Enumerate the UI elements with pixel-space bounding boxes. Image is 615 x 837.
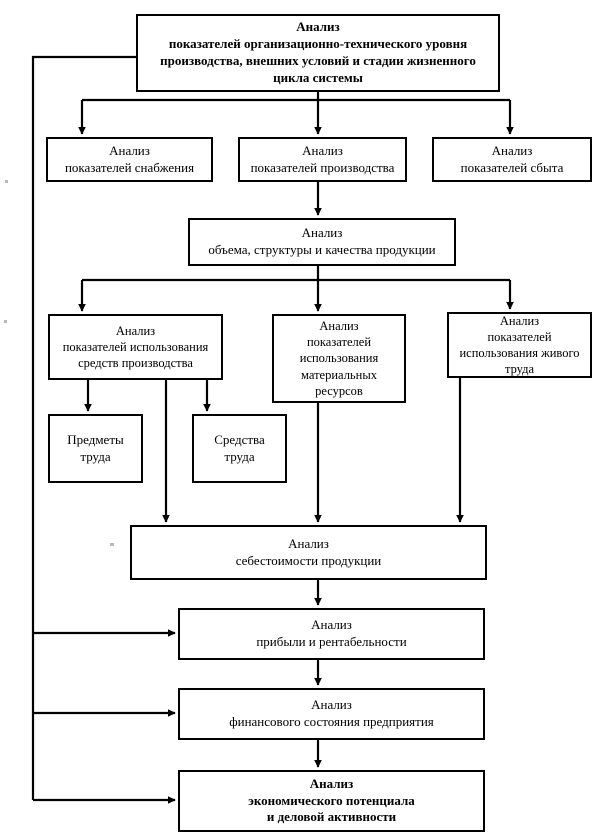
node-objects-of-labour-line-2: труда (80, 448, 111, 464)
node-living-labour-line-1: Анализ (499, 313, 540, 328)
node-material-resources-line-5: ресурсов (315, 383, 363, 398)
node-profit-line-1: Анализ (311, 617, 352, 633)
node-living-labour-line-2: показателей (487, 329, 552, 344)
node-supply-line-1: Анализ (109, 142, 150, 158)
node-cost[interactable]: Анализ себестоимости продукции (130, 525, 487, 580)
node-financial-state-line-2: финансового состояния предприятия (229, 714, 434, 729)
node-financial-state-line-1: Анализ (311, 697, 352, 713)
node-living-labour[interactable]: Анализ показателей использования живого … (447, 312, 592, 378)
node-means-of-production-line-2: показателей использования (62, 339, 209, 354)
node-material-resources-line-2: показателей (306, 335, 372, 350)
node-means-of-labour[interactable]: Средства труда (192, 414, 287, 483)
node-production-line-2: показателей производства (250, 159, 395, 175)
node-material-resources-line-3: использования (299, 351, 379, 366)
node-sales-line-2: показателей сбыта (460, 159, 564, 175)
node-economic-potential-line-3: и деловой активности (266, 809, 397, 825)
node-economic-potential-line-2: экономического потенциала (248, 792, 415, 808)
node-means-of-labour-line-2: труда (224, 448, 255, 464)
scan-speck (5, 180, 8, 183)
node-sales[interactable]: Анализ показателей сбыта (432, 137, 592, 182)
node-sales-line-1: Анализ (491, 142, 533, 158)
node-cost-line-1: Анализ (288, 535, 329, 551)
node-production-line-1: Анализ (302, 142, 343, 158)
node-production[interactable]: Анализ показателей производства (238, 137, 407, 182)
node-volume-line-2: объема, структуры и качества продукции (208, 242, 436, 257)
node-volume-line-1: Анализ (301, 225, 343, 241)
node-material-resources-line-1: Анализ (319, 318, 359, 333)
node-material-resources[interactable]: Анализ показателей использования материа… (272, 314, 406, 403)
node-means-of-production-line-3: средств производства (78, 356, 193, 371)
node-material-resources-line-4: материальных (301, 367, 377, 382)
node-objects-of-labour-line-1: Предметы (67, 431, 124, 447)
scan-speck (110, 543, 114, 546)
node-means-of-production[interactable]: Анализ показателей использования средств… (48, 314, 223, 380)
node-root-line-3: производства, внешних условий и стадии ж… (160, 53, 476, 68)
node-objects-of-labour[interactable]: Предметы труда (48, 414, 143, 483)
node-supply-line-2: показателей снабжения (64, 159, 195, 175)
node-root-line-4: цикла системы (273, 69, 363, 85)
node-root-line-2: показателей организационно-технического … (168, 36, 468, 52)
scan-speck (4, 320, 7, 323)
node-supply[interactable]: Анализ показателей снабжения (46, 137, 213, 182)
node-cost-line-2: себестоимости продукции (235, 552, 382, 568)
node-means-of-production-line-1: Анализ (115, 323, 156, 338)
node-economic-potential-line-1: Анализ (309, 775, 354, 791)
node-economic-potential[interactable]: Анализ экономического потенциала и делов… (178, 770, 485, 832)
node-living-labour-line-4: труда (504, 362, 535, 377)
node-means-of-labour-line-1: Средства (214, 431, 265, 447)
node-profit[interactable]: Анализ прибыли и рентабельности (178, 608, 485, 660)
node-volume[interactable]: Анализ объема, структуры и качества прод… (188, 218, 456, 266)
node-root-line-1: Анализ (296, 19, 340, 35)
node-root[interactable]: Анализ показателей организационно-технич… (136, 14, 500, 92)
node-profit-line-2: прибыли и рентабельности (256, 634, 407, 649)
node-financial-state[interactable]: Анализ финансового состояния предприятия (178, 688, 485, 740)
node-living-labour-line-3: использования живого (459, 346, 580, 360)
